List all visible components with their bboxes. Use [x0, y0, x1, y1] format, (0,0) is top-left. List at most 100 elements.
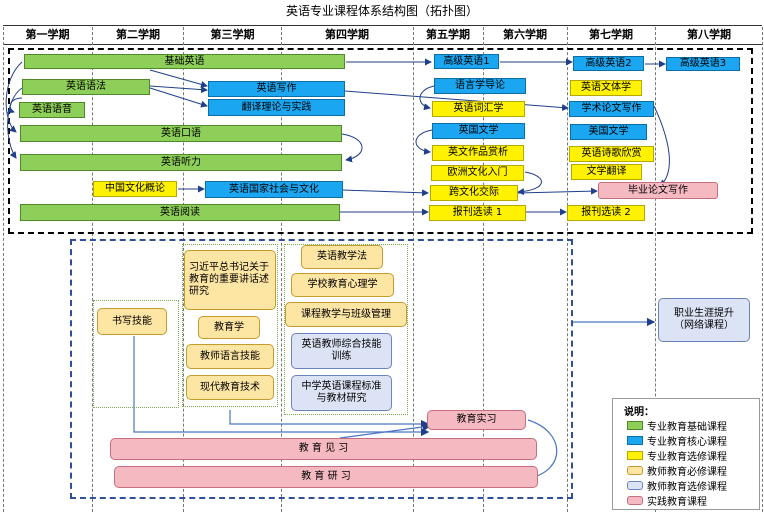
course-xueshu-lunwen: 学术论文写作 — [569, 101, 654, 117]
semester-divider — [3, 27, 4, 512]
semester-divider — [92, 27, 93, 512]
course-zonghe-jineng: 英语教师综合技能训练 — [291, 333, 392, 369]
arrow-guojia-to-kuawenhua — [341, 189, 429, 197]
semester-4-header: 第四学期 — [325, 28, 369, 41]
arrow-yufa-to-xiezuo — [149, 85, 208, 94]
legend-item-base: 专业教育基础课程 — [627, 418, 727, 433]
semester-6-header: 第六学期 — [503, 28, 547, 41]
course-wenti-xue: 英语文体学 — [570, 80, 642, 96]
course-yingyu-kouyu: 英语口语 — [20, 125, 342, 142]
arrow-xueshu-to-biye — [653, 105, 670, 187]
course-wenxue-fanyi: 文学翻译 — [571, 164, 642, 180]
arrow-yingguo-to-zuopin — [415, 129, 433, 155]
course-gaoji-1: 高级英语1 — [434, 54, 499, 69]
arrow-yufa-to-yuyin — [7, 87, 23, 159]
semester-2-header: 第二学期 — [116, 28, 160, 41]
legend-swatch — [627, 466, 643, 475]
course-yingyu-yufa: 英语语法 — [22, 79, 150, 95]
sem2-teacher-group — [93, 300, 179, 408]
legend-item-teacher-required: 教师教育必修课程 — [627, 463, 727, 478]
course-gaoji-3: 高级英语3 — [666, 57, 740, 71]
course-yingyu-tingli: 英语听力 — [20, 154, 342, 171]
course-yuyan-jineng: 教师语言技能 — [186, 344, 274, 369]
course-xinlixue: 学校教育心理学 — [291, 273, 394, 297]
course-jiaoyu-shixi: 教育实习 — [427, 410, 526, 430]
course-shige-xinshang: 英语诗歌欣赏 — [569, 146, 654, 162]
arrow-left-to-kouyu — [5, 61, 23, 133]
course-baokan-1: 报刊选读 1 — [429, 205, 526, 221]
course-jiaoyu-yanxi: 教 育 研 习 — [114, 466, 538, 488]
semester-5-header: 第五学期 — [426, 28, 470, 41]
legend-item-practice: 实践教育课程 — [627, 493, 707, 508]
semester-8-header: 第八学期 — [687, 28, 731, 41]
legend-label: 专业教育基础课程 — [647, 422, 727, 433]
semester-divider — [281, 27, 282, 512]
course-xijinping: 习近平总书记关于教育的重要讲话述研究 — [184, 250, 276, 310]
course-shuxie-jineng: 书写技能 — [97, 308, 167, 335]
course-biye-lunwen: 毕业论文写作 — [598, 182, 718, 199]
arrow-kouyu-to-tingli — [341, 133, 363, 163]
legend-title: 说明： — [624, 407, 654, 418]
legend-swatch — [627, 481, 643, 490]
legend-swatch — [627, 421, 643, 430]
course-yingyu-xiezuo: 英语写作 — [208, 81, 345, 97]
legend-label: 专业教育选修课程 — [647, 452, 727, 463]
course-gaoji-2: 高级英语2 — [573, 56, 644, 71]
arrow-kuawenhua-to-biye — [517, 187, 598, 195]
page-title: 英语专业课程体系结构图（拓扑图） — [285, 4, 478, 18]
course-cihuixue: 英语词汇学 — [432, 101, 525, 117]
course-zhongguo-wenhua: 中国文化概论 — [93, 181, 177, 197]
legend-item-core: 专业教育核心课程 — [627, 433, 727, 448]
course-ouzhou-wenhua: 欧洲文化入门 — [431, 165, 524, 181]
legend-item-teacher-elective: 教师教育选修课程 — [627, 478, 727, 493]
semester-divider — [567, 27, 568, 512]
sem4-teacher-group — [284, 244, 408, 415]
course-zhiye-tisheng: 职业生涯提升（网络课程） — [658, 298, 750, 342]
legend-label: 实践教育课程 — [647, 497, 707, 508]
header-bottom-rule — [3, 44, 762, 45]
course-jiaoyuxue: 教育学 — [198, 316, 260, 339]
legend-item-elective: 专业教育选修课程 — [627, 448, 727, 463]
arrow-shixi-to-yanxi — [527, 419, 558, 481]
sem3-teacher-group — [182, 244, 278, 407]
semester-divider — [762, 27, 763, 512]
course-jichu-yingyu: 基础英语 — [24, 54, 345, 69]
course-meiguo-wenxue: 美国文学 — [570, 124, 647, 140]
arrow-yufa-to-fanyi — [149, 87, 208, 108]
course-kuawenhua: 跨文化交际 — [430, 185, 518, 201]
course-fanyi: 翻译理论与实践 — [208, 99, 345, 116]
arrow-yuyan-to-cihui — [419, 85, 435, 111]
semester-3-header: 第三学期 — [210, 28, 255, 41]
course-zuopin-shangxi: 英文作品赏析 — [432, 145, 524, 161]
course-xiandai-jishu: 现代教育技术 — [186, 375, 274, 400]
semester-divider — [413, 27, 414, 512]
arrow-groups-to-shixi — [229, 410, 430, 429]
course-jiaoxuefa: 英语教学法 — [301, 245, 383, 269]
arrow-xiezuo-to-xueshu — [344, 90, 569, 112]
course-yingyu-yuyin: 英语语音 — [19, 102, 85, 118]
arrow-ouzhou-to-kuawenhua — [517, 171, 542, 196]
legend-swatch — [627, 496, 643, 505]
legend-label: 专业教育核心课程 — [647, 437, 727, 448]
header-top-rule — [3, 25, 762, 26]
legend-swatch — [627, 451, 643, 460]
semester-divider — [183, 27, 184, 512]
course-kecheng-biaozhun: 中学英语课程标准与教材研究 — [291, 375, 392, 411]
course-baokan-2: 报刊选读 2 — [567, 205, 645, 221]
semester-divider — [655, 27, 656, 512]
teacher-education-frame — [70, 239, 573, 499]
semester-7-header: 第七学期 — [589, 28, 633, 41]
course-guojia-shehui: 英语国家社会与文化 — [205, 181, 343, 198]
legend-label: 教师教育选修课程 — [647, 482, 727, 493]
course-jiaoyu-jianxi: 教 育 见 习 — [110, 438, 537, 460]
course-yingyu-yuedu: 英语阅读 — [20, 204, 340, 221]
semester-divider — [483, 27, 484, 512]
course-ketang-guanli: 课程教学与班级管理 — [285, 302, 407, 327]
arrow-shuxie-to-shixi — [133, 336, 430, 437]
arrow-jichu-to-yufa — [149, 69, 208, 88]
legend-swatch — [627, 436, 643, 445]
course-yuyanxue: 语言学导论 — [434, 78, 526, 94]
arrow-jianxi-to-shixi — [339, 422, 432, 439]
legend-label: 教师教育必修课程 — [647, 467, 727, 478]
